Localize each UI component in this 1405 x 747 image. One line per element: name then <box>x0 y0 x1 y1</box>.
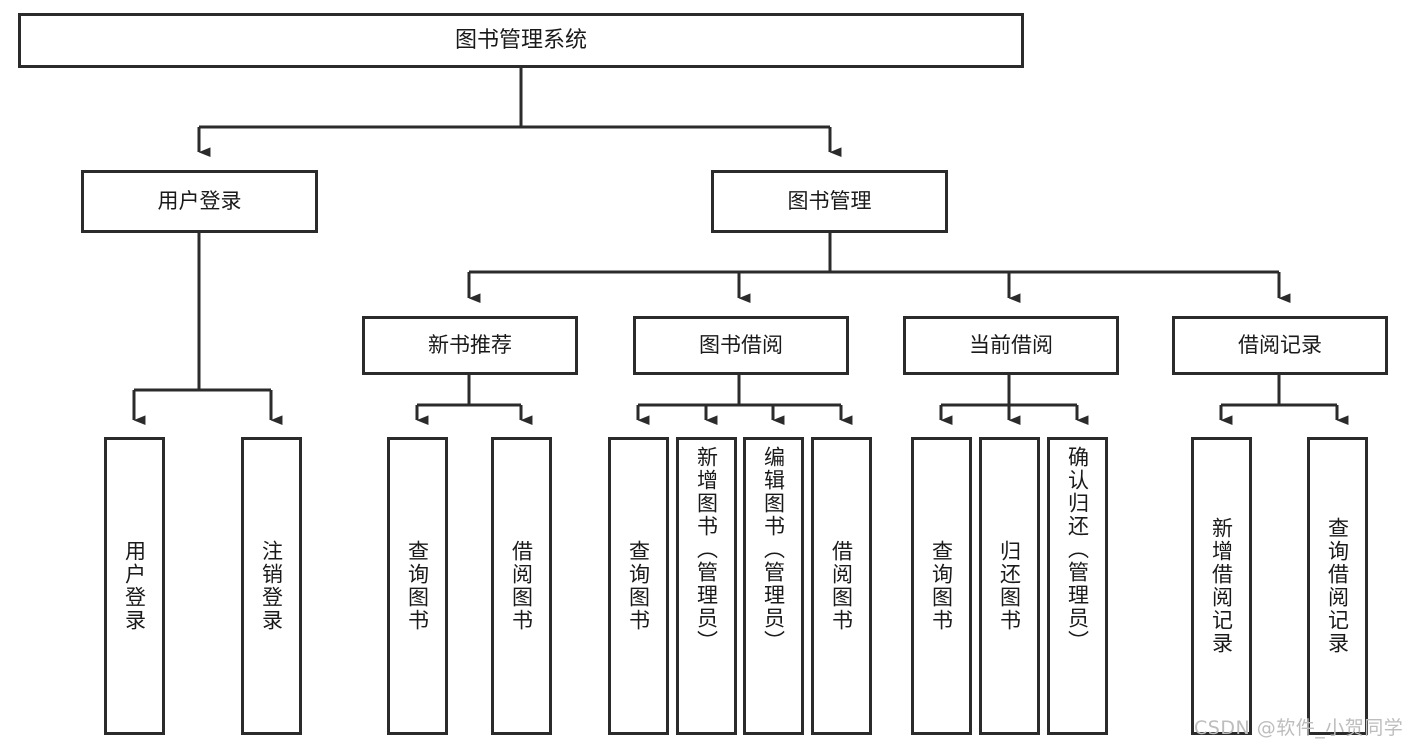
node-label: 图书借阅 <box>699 333 783 358</box>
watermark-text: CSDN @软件_小贺同学 <box>1194 717 1404 739</box>
node-label: 编辑图书（管理员） <box>761 446 786 653</box>
node-label: 归还图书 <box>997 540 1022 632</box>
node-label: 借阅图书 <box>509 540 534 632</box>
node-label: 新增借阅记录 <box>1209 517 1234 655</box>
leaf-current-confirm-return-admin[interactable]: 确认归还（管理员） <box>1047 437 1108 735</box>
node-book-borrow[interactable]: 图书借阅 <box>633 316 849 375</box>
leaf-current-return-book[interactable]: 归还图书 <box>979 437 1040 735</box>
node-label: 用户登录 <box>122 540 147 632</box>
leaf-user-logout[interactable]: 注销登录 <box>241 437 302 735</box>
node-new-book-recommend[interactable]: 新书推荐 <box>362 316 578 375</box>
node-label: 注销登录 <box>259 540 284 632</box>
leaf-record-query-record[interactable]: 查询借阅记录 <box>1307 437 1368 735</box>
leaf-borrow-add-book-admin[interactable]: 新增图书（管理员） <box>676 437 737 735</box>
leaf-newbook-query-book[interactable]: 查询图书 <box>387 437 448 735</box>
node-label: 查询图书 <box>626 540 651 632</box>
node-label: 当前借阅 <box>969 333 1053 358</box>
node-label: 查询图书 <box>405 540 430 632</box>
leaf-user-login-do[interactable]: 用户登录 <box>104 437 165 735</box>
node-label: 新增图书（管理员） <box>694 446 719 653</box>
node-label: 图书管理系统 <box>454 27 587 53</box>
leaf-borrow-edit-book-admin[interactable]: 编辑图书（管理员） <box>743 437 804 735</box>
node-label: 借阅记录 <box>1238 333 1322 358</box>
leaf-borrow-borrow-book[interactable]: 借阅图书 <box>811 437 872 735</box>
leaf-record-add-record[interactable]: 新增借阅记录 <box>1191 437 1252 735</box>
node-label: 查询借阅记录 <box>1325 517 1350 655</box>
node-borrow-record[interactable]: 借阅记录 <box>1172 316 1388 375</box>
leaf-borrow-query-book[interactable]: 查询图书 <box>608 437 669 735</box>
node-label: 用户登录 <box>157 189 242 214</box>
node-root-library-system[interactable]: 图书管理系统 <box>18 13 1024 68</box>
node-label: 查询图书 <box>929 540 954 632</box>
leaf-current-query-book[interactable]: 查询图书 <box>911 437 972 735</box>
node-label: 新书推荐 <box>428 333 512 358</box>
node-label: 确认归还（管理员） <box>1065 446 1090 653</box>
node-label: 借阅图书 <box>829 540 854 632</box>
node-label: 图书管理 <box>787 189 872 214</box>
node-user-login[interactable]: 用户登录 <box>81 170 318 233</box>
leaf-newbook-borrow-book[interactable]: 借阅图书 <box>491 437 552 735</box>
node-book-management[interactable]: 图书管理 <box>711 170 948 233</box>
node-current-borrow[interactable]: 当前借阅 <box>903 316 1119 375</box>
